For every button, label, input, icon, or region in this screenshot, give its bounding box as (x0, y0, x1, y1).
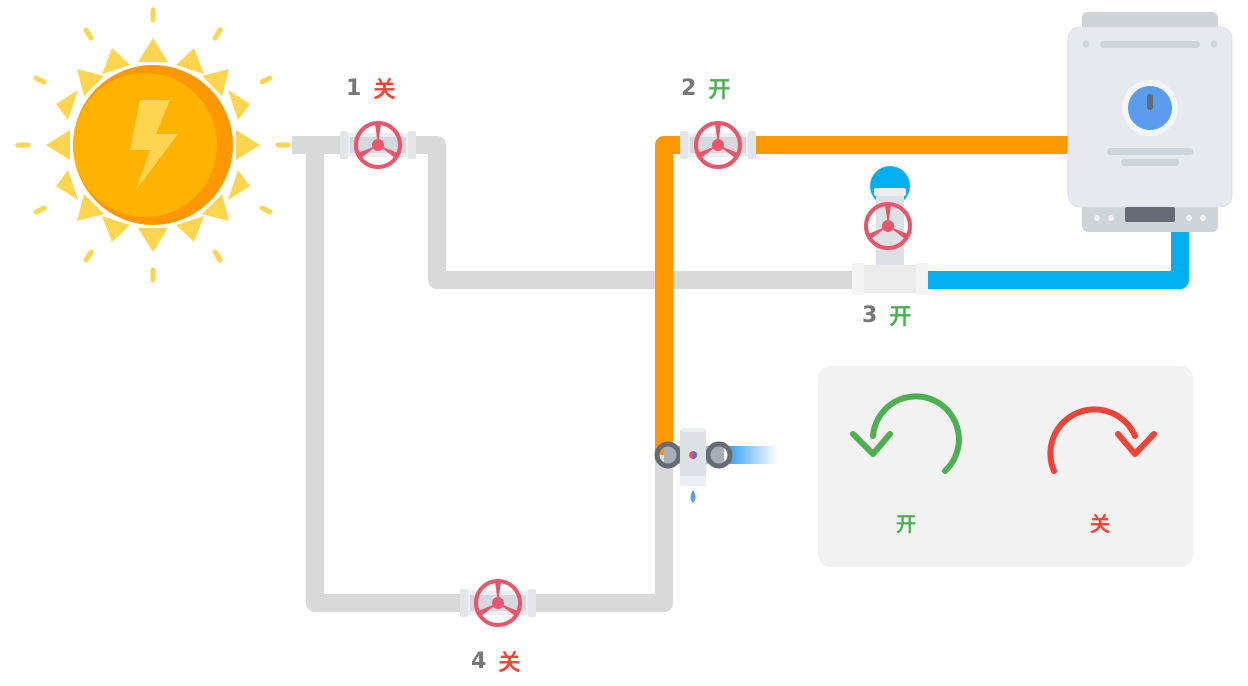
valve-1[interactable] (340, 121, 416, 169)
valve-state: 关 (498, 651, 521, 676)
valve-state: 关 (373, 78, 396, 103)
valve-number: 3 (862, 302, 878, 328)
pipe-cold-water (925, 232, 1189, 289)
valve-number: 2 (681, 75, 697, 101)
valve-state: 开 (889, 305, 912, 330)
valve-3-label: 3 开 (862, 299, 911, 331)
valve-3[interactable] (852, 166, 928, 295)
valve-number: 1 (346, 75, 362, 101)
sun-icon (15, 7, 291, 283)
close-label: 关 (1090, 512, 1110, 536)
valve-number: 4 (471, 648, 487, 674)
open-label: 开 (896, 512, 916, 536)
valve-2-label: 2 开 (681, 72, 730, 104)
pipe-hot-water (655, 136, 1072, 455)
water-drop-icon (690, 490, 696, 503)
water-heater-icon (1067, 12, 1233, 232)
valve-1-label: 1 关 (346, 72, 395, 104)
valve-state: 开 (708, 78, 731, 103)
close-clockwise-arrow-icon (1047, 406, 1157, 474)
valve-2[interactable] (680, 121, 756, 169)
faucet-icon[interactable] (654, 428, 778, 503)
pipe-solar-to-faucet (306, 145, 673, 612)
valve-4[interactable] (460, 579, 536, 627)
valve-4-label: 4 关 (471, 645, 520, 677)
legend-panel: 开 关 (818, 366, 1193, 567)
open-counterclockwise-arrow-icon (850, 393, 962, 474)
